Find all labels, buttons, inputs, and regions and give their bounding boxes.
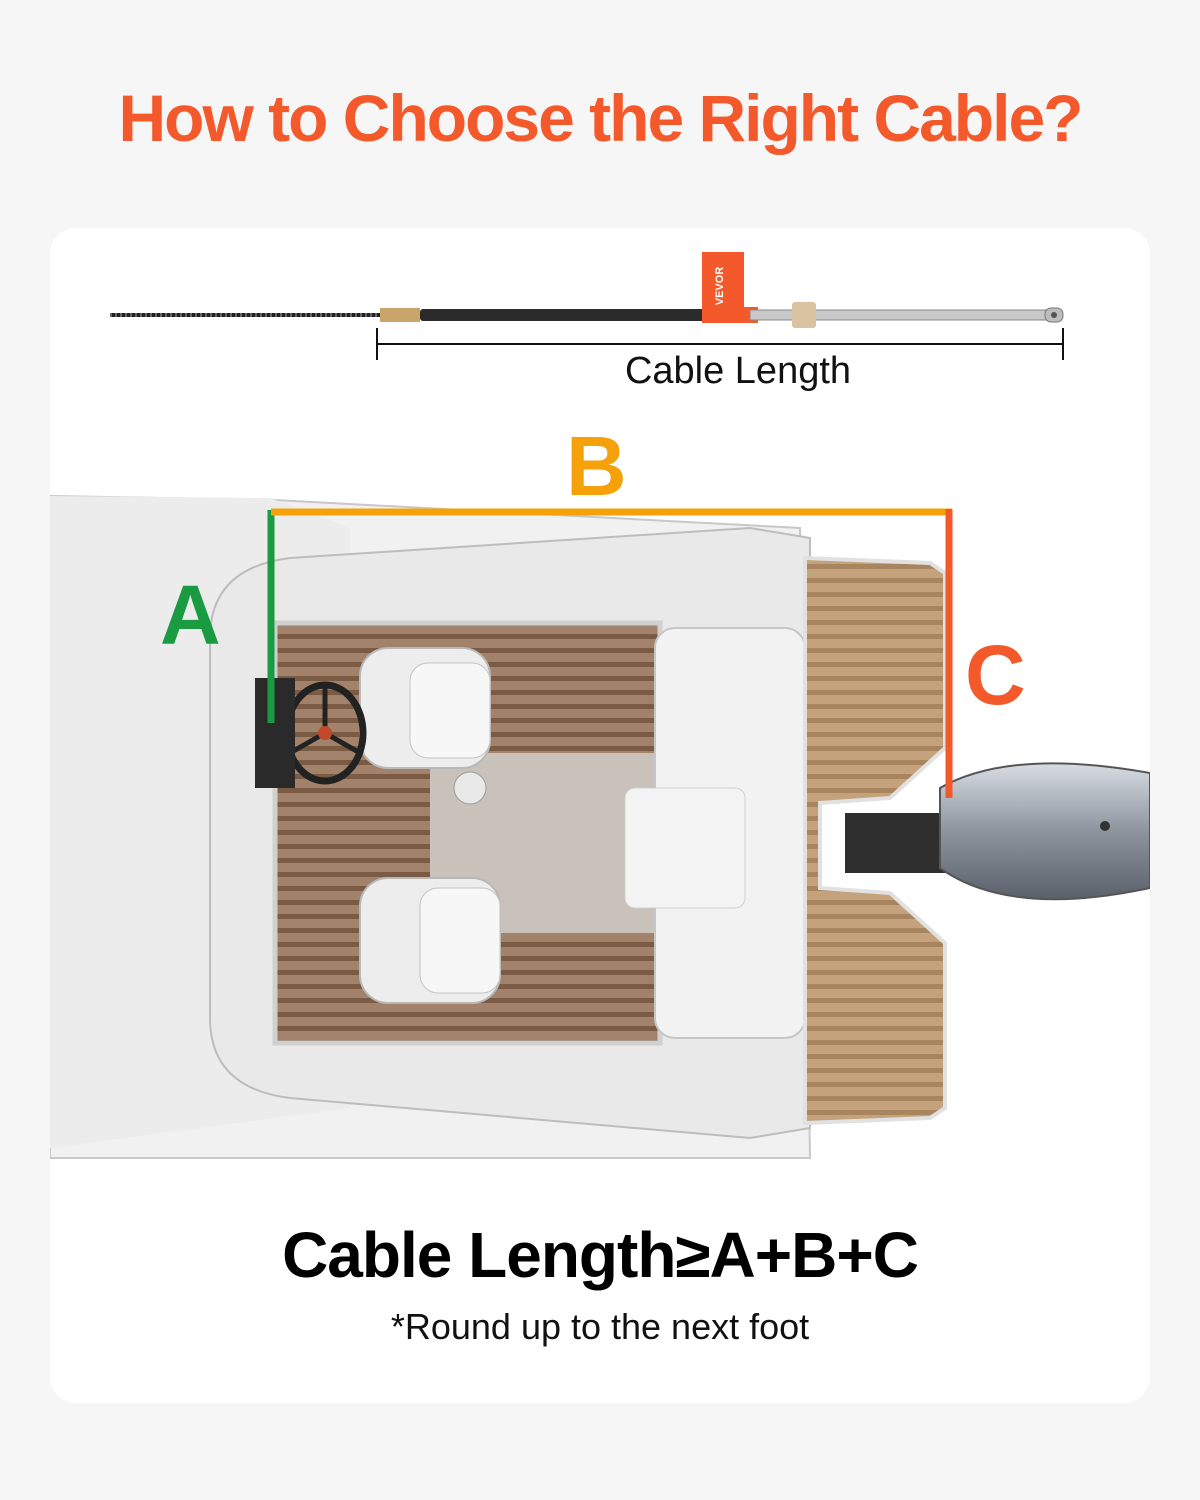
steering-cable-illustration: VEVOR (110, 252, 1064, 360)
seat-pedestal (453, 771, 487, 805)
swim-platform (803, 555, 947, 1126)
diagram-card: VEVOR Cable Length (50, 228, 1150, 1403)
helm-console (255, 678, 295, 788)
vevor-flag-tag: VEVOR (702, 252, 744, 310)
dimension-c-label: C (965, 628, 1026, 722)
cable-jacket (420, 309, 720, 321)
page-title: How to Choose the Right Cable? (118, 81, 1084, 155)
cable-nut (792, 302, 816, 328)
helm-seat-lower (359, 877, 501, 1004)
dimension-b-label: B (566, 419, 627, 513)
cable-tag-band (702, 307, 758, 323)
bench-step (624, 787, 746, 909)
cable-length-label: Cable Length (624, 350, 852, 392)
cable-brass-fitting (380, 308, 420, 322)
cable-length-dimension-line (376, 328, 1064, 360)
helm-seat-upper (359, 647, 491, 769)
cable-rod-end (1044, 307, 1064, 323)
boat-top-view (50, 494, 1150, 1159)
dimension-a-label: A (160, 568, 221, 662)
svg-text:VEVOR: VEVOR (714, 267, 726, 306)
rounding-note: *Round up to the next foot (390, 1306, 810, 1347)
cable-length-formula: Cable Length≥A+B+C (282, 1219, 919, 1291)
outboard-motor (845, 762, 1150, 901)
